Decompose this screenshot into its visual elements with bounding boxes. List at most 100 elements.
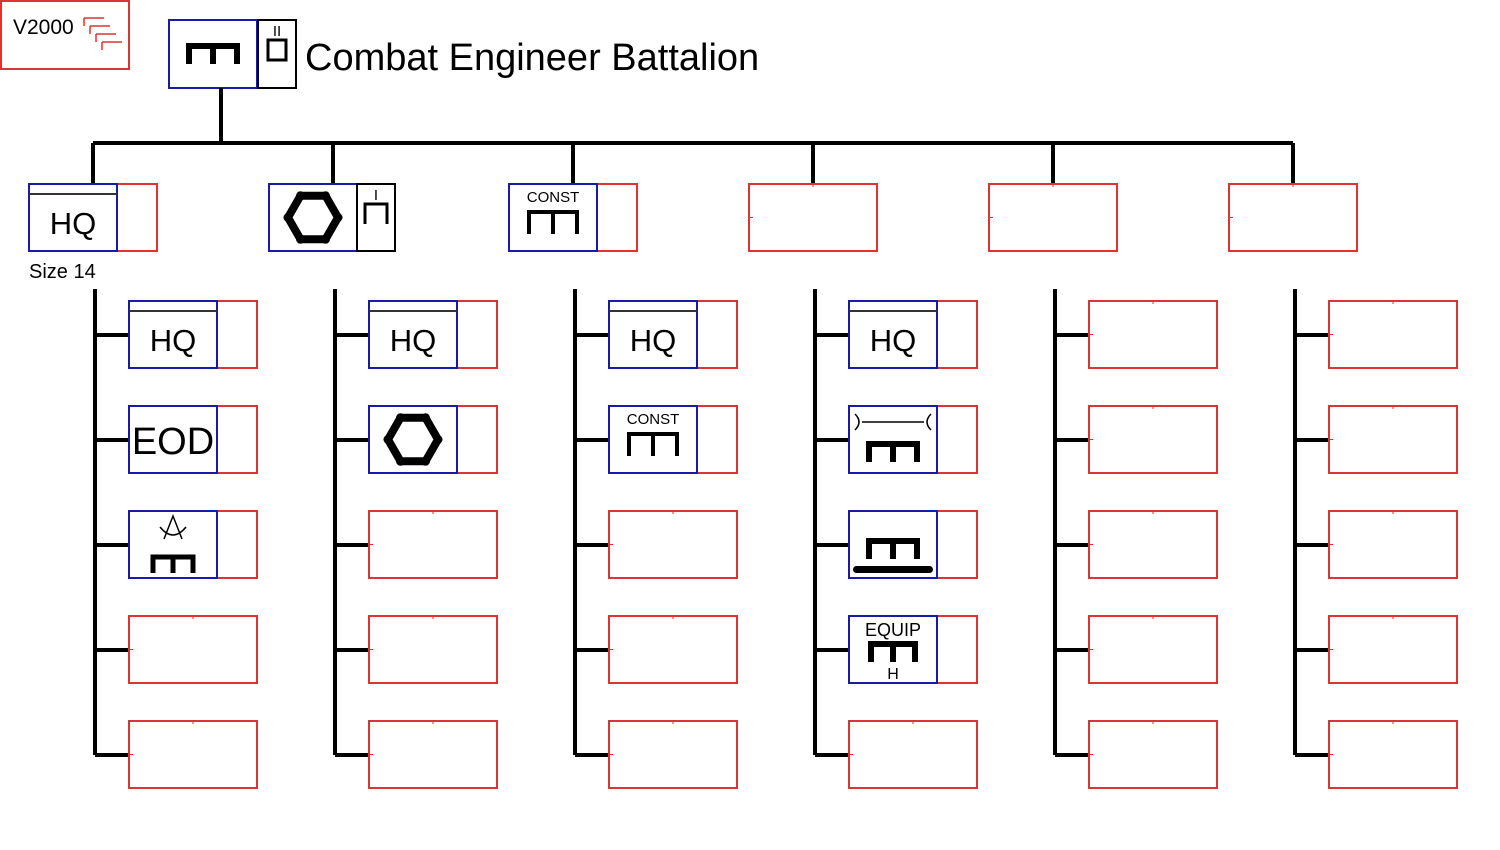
- platoon-node[interactable]: HQ: [608, 300, 738, 369]
- platoon-node[interactable]: [1088, 615, 1218, 684]
- survey-compass-icon: [159, 513, 187, 540]
- placeholder-frame[interactable]: [128, 720, 258, 789]
- placeholder-frame[interactable]: [1088, 510, 1218, 579]
- hexagon-vertex-icon: [421, 413, 430, 423]
- hexagon-vertex-icon: [296, 234, 305, 244]
- engineer-icon: [527, 210, 579, 234]
- size-note: Size 14: [29, 261, 96, 283]
- platoon-node[interactable]: [608, 615, 738, 684]
- placeholder-frame[interactable]: [1228, 183, 1358, 252]
- version-label: V2000: [13, 16, 74, 39]
- placeholder-frame[interactable]: [748, 183, 878, 252]
- placeholder-frame[interactable]: [368, 510, 498, 579]
- platoon-node[interactable]: [368, 720, 498, 789]
- placeholder-frame[interactable]: [1328, 720, 1458, 789]
- platoon-node[interactable]: [1328, 615, 1458, 684]
- company-node[interactable]: CONST: [508, 183, 638, 252]
- track-bar-icon: [853, 566, 933, 573]
- echelon-marker: I: [374, 187, 378, 204]
- platoon-node[interactable]: [368, 615, 498, 684]
- chart-title: Combat Engineer Battalion: [305, 37, 759, 79]
- company-node[interactable]: [748, 183, 878, 252]
- platoon-node[interactable]: CONST: [608, 405, 738, 474]
- placeholder-frame[interactable]: [608, 510, 738, 579]
- unit-symbol-frame: [128, 300, 218, 369]
- placeholder-frame[interactable]: [1088, 300, 1218, 369]
- unit-symbol-frame: [368, 300, 458, 369]
- platoon-node[interactable]: [1328, 510, 1458, 579]
- platoon-node[interactable]: [1328, 300, 1458, 369]
- platoon-node[interactable]: [128, 510, 258, 579]
- company-row: HQ HQ EOD I HQ CONST HQ CONST HQ EQUIP H: [28, 183, 1458, 789]
- unit-symbol-frame: [128, 405, 218, 474]
- platoon-node[interactable]: HQ: [848, 300, 978, 369]
- platoon-node[interactable]: [608, 510, 738, 579]
- platoon-node[interactable]: [368, 510, 498, 579]
- placeholder-frame[interactable]: [608, 615, 738, 684]
- platoon-node[interactable]: HQ: [368, 300, 498, 369]
- company-node[interactable]: [988, 183, 1118, 252]
- hexagon-vertex-icon: [383, 435, 393, 444]
- echelon-frame: [257, 19, 297, 89]
- platoon-node[interactable]: EQUIP H: [848, 615, 978, 684]
- platoon-node[interactable]: [1328, 405, 1458, 474]
- hexagon-vertex-icon: [283, 213, 293, 222]
- platoon-node[interactable]: [128, 615, 258, 684]
- echelon-engineer-icon: [363, 202, 389, 224]
- placeholder-frame[interactable]: [368, 720, 498, 789]
- hq-label: HQ: [390, 323, 437, 358]
- platoon-node[interactable]: [368, 405, 498, 474]
- unit-symbol-frame: [28, 183, 118, 252]
- hexagon-vertex-icon: [321, 191, 330, 201]
- platoon-node[interactable]: [1328, 720, 1458, 789]
- placeholder-frame[interactable]: [1088, 405, 1218, 474]
- construction-label: CONST: [527, 189, 580, 206]
- hexagon-vertex-icon: [333, 213, 343, 222]
- equipment-label: EQUIP: [865, 620, 921, 640]
- battalion-node[interactable]: II: [168, 19, 297, 89]
- placeholder-frame[interactable]: [1328, 405, 1458, 474]
- company-node[interactable]: [1228, 183, 1358, 252]
- platoon-node[interactable]: EOD: [128, 405, 258, 474]
- platoon-node[interactable]: [848, 510, 978, 579]
- placeholder-frame[interactable]: [988, 183, 1118, 252]
- eod-label: EOD: [132, 421, 214, 463]
- hexagon-vertex-icon: [396, 456, 405, 466]
- engineer-icon: [866, 441, 920, 462]
- hexagon-vertex-icon: [321, 234, 330, 244]
- platoon-node[interactable]: [1088, 300, 1218, 369]
- placeholder-frame[interactable]: [848, 720, 978, 789]
- heavy-label: H: [887, 666, 899, 683]
- hq-label: HQ: [630, 323, 677, 358]
- placeholder-frame[interactable]: [1328, 615, 1458, 684]
- version-badge: V2000: [0, 0, 130, 70]
- hq-label: HQ: [870, 323, 917, 358]
- platoon-node[interactable]: [128, 720, 258, 789]
- bridge-icon: [854, 413, 932, 431]
- placeholder-frame[interactable]: [1328, 300, 1458, 369]
- platoon-node[interactable]: HQ: [128, 300, 258, 369]
- hexagon-vertex-icon: [421, 456, 430, 466]
- construction-label: CONST: [627, 411, 680, 428]
- platoon-node[interactable]: [1088, 510, 1218, 579]
- placeholder-frame[interactable]: [1328, 510, 1458, 579]
- hexagon-vertex-icon: [296, 191, 305, 201]
- placeholder-frame[interactable]: [1088, 615, 1218, 684]
- hq-label: HQ: [50, 206, 97, 241]
- echelon-marker: II: [273, 23, 281, 40]
- platoon-node[interactable]: [1088, 720, 1218, 789]
- connector-lines: [91, 88, 1329, 757]
- company-node[interactable]: I: [268, 183, 396, 252]
- placeholder-frame[interactable]: [1088, 720, 1218, 789]
- placeholder-frame[interactable]: [128, 615, 258, 684]
- platoon-node[interactable]: [848, 720, 978, 789]
- platoon-node[interactable]: [848, 405, 978, 474]
- placeholder-frame[interactable]: [368, 615, 498, 684]
- unit-symbol-frame: [848, 300, 938, 369]
- placeholder-frame[interactable]: [608, 720, 738, 789]
- platoon-node[interactable]: [608, 720, 738, 789]
- company-node[interactable]: HQ: [28, 183, 158, 252]
- unit-symbol-frame: [848, 405, 938, 474]
- platoon-node[interactable]: [1088, 405, 1218, 474]
